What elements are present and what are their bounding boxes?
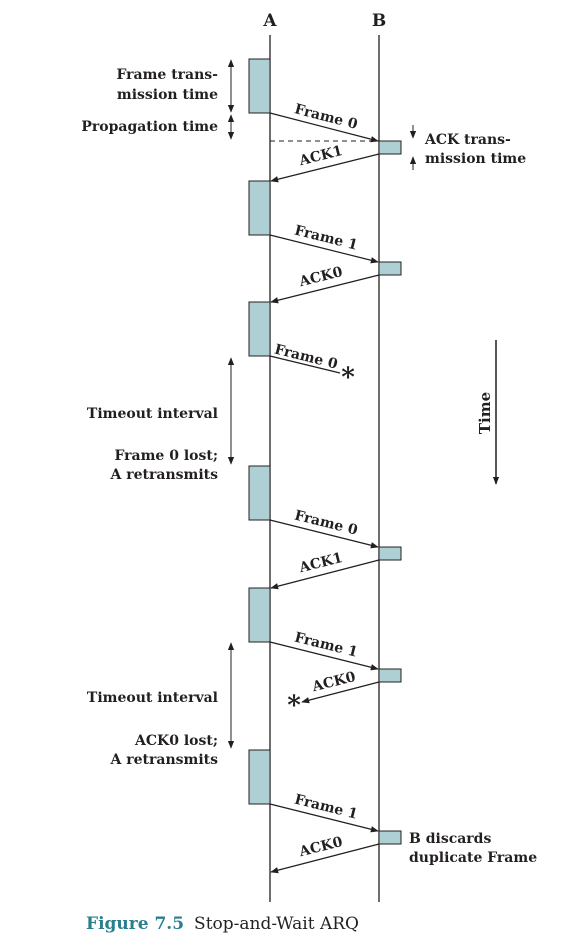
station-a-label: A xyxy=(262,11,277,31)
ack-tx-box xyxy=(378,140,402,155)
ack-lost-icon: * xyxy=(287,691,301,721)
lost-frame-arrow xyxy=(269,355,341,374)
frame-arrow xyxy=(269,112,379,143)
frame-tx-box xyxy=(248,180,271,236)
message-label: Frame 0 xyxy=(293,101,360,133)
frame-lost-icon: * xyxy=(341,363,355,393)
frame-arrow xyxy=(269,519,379,549)
ack-lost-label: ACK0 lost; xyxy=(134,733,218,749)
frame-arrow xyxy=(269,641,379,671)
frame-tx-box xyxy=(248,749,271,805)
frame-transmission-label: mission time xyxy=(117,87,218,103)
frame-arrow xyxy=(269,803,379,833)
discard-label: B discards xyxy=(409,831,491,847)
frame-arrow xyxy=(269,234,379,264)
ack-lost-label: A retransmits xyxy=(110,752,219,768)
ack-arrow xyxy=(270,559,380,590)
ack-transmission-label: ACK trans- xyxy=(424,132,511,148)
frame-tx-box xyxy=(248,301,271,357)
frame-tx-box xyxy=(248,465,271,521)
frame-lost-label: Frame 0 lost; xyxy=(114,448,218,464)
propagation-time-label: Propagation time xyxy=(81,119,218,135)
message-label: ACK0 xyxy=(310,669,358,695)
timeout-interval-label: Timeout interval xyxy=(87,690,218,706)
ack-transmission-label: mission time xyxy=(425,151,526,167)
frame-tx-box xyxy=(248,587,271,643)
station-b-label: B xyxy=(372,11,386,31)
lost-ack-arrow xyxy=(301,681,380,704)
ack-tx-box xyxy=(378,546,402,561)
discard-label: duplicate Frame xyxy=(409,850,537,866)
figure-number: Figure 7.5 xyxy=(86,914,185,934)
ack-tx-box xyxy=(378,668,402,683)
message-label: ACK0 xyxy=(297,264,345,290)
message-label: ACK1 xyxy=(297,550,344,576)
ack-arrow xyxy=(270,153,380,183)
frame-lost-label: A retransmits xyxy=(110,467,219,483)
timeout-interval-label: Timeout interval xyxy=(87,406,218,422)
ack-tx-box xyxy=(378,261,402,276)
frame-tx-box xyxy=(248,58,271,114)
frame-transmission-label: Frame trans- xyxy=(116,67,218,83)
ack-arrow xyxy=(270,843,380,874)
ack-arrow xyxy=(270,274,380,304)
figure-caption: Figure 7.5 Stop-and-Wait ARQ xyxy=(86,914,359,934)
figure-title: Stop-and-Wait ARQ xyxy=(194,914,359,934)
message-label: Frame 0 xyxy=(273,342,340,373)
ack-tx-box xyxy=(378,830,402,845)
time-axis-label: Time xyxy=(476,392,494,434)
message-label: ACK0 xyxy=(297,834,345,860)
message-label: ACK1 xyxy=(297,143,344,169)
